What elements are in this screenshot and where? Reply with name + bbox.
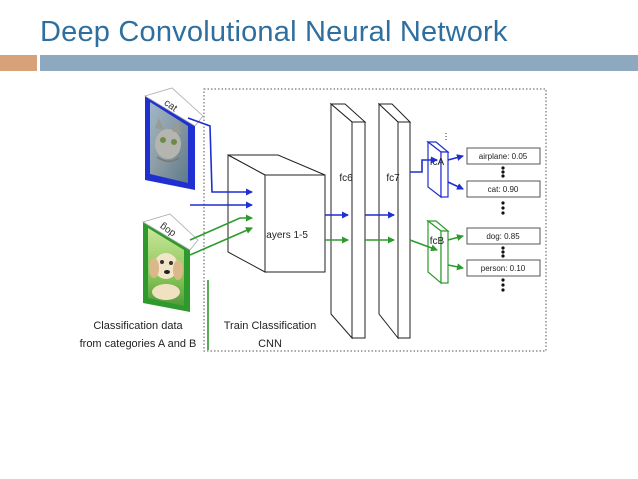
slide-title: Deep Convolutional Neural Network (40, 16, 508, 48)
output-ellipsis-dots (501, 166, 505, 292)
output-label-person: person: 0.10 (481, 264, 526, 273)
output-label-airplane: airplane: 0.05 (479, 152, 528, 161)
train-caption-line2: CNN (258, 338, 282, 350)
title-accent-bar (0, 55, 37, 71)
training-region (203, 88, 547, 352)
input-caption-line2: from categories A and B (80, 338, 197, 350)
dog-image: dog (142, 213, 199, 312)
output-box-airplane (466, 147, 541, 165)
input-caption-line1: Classification data (93, 320, 183, 332)
cat-flow-arrows (187, 117, 464, 219)
fcB-label: fcB (430, 236, 445, 247)
dog-flow-arrows (189, 214, 464, 350)
output-box-dog (466, 227, 541, 245)
layers-label: layers 1-5 (264, 230, 308, 241)
output-box-person (466, 259, 541, 277)
title-bar (40, 55, 638, 71)
output-label-cat: cat: 0.90 (488, 185, 519, 194)
conv-layers-block (227, 154, 326, 273)
output-label-dog: dog: 0.85 (486, 232, 520, 241)
train-caption-line1: Train Classification (224, 320, 317, 332)
cat-image: cat (144, 87, 204, 190)
fcA-block (426, 140, 450, 199)
fc7-label: fc7 (386, 173, 400, 184)
output-box-cat (466, 180, 541, 198)
fcA-label: fcA (430, 157, 445, 168)
fc6-label: fc6 (339, 173, 353, 184)
fcB-block (426, 219, 450, 285)
fc7-block (377, 102, 412, 340)
fc6-block (329, 102, 367, 340)
